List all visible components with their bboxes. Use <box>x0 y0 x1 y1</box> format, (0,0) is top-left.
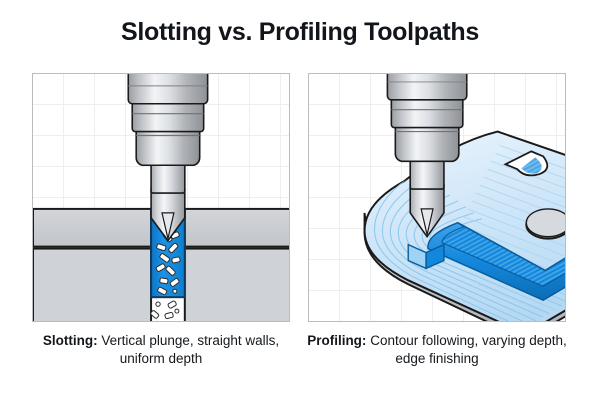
page-title: Slotting vs. Profiling Toolpaths <box>121 18 479 46</box>
panel-profiling <box>308 73 566 322</box>
panel-row <box>0 73 600 323</box>
spindle-holder <box>386 74 468 163</box>
edge-notch <box>503 150 549 177</box>
workpiece-lower-block <box>33 247 289 321</box>
slotting-illustration <box>33 74 289 321</box>
step-cut-detail <box>407 243 445 270</box>
caption-slotting-text: Vertical plunge, straight walls, uniform… <box>97 333 280 366</box>
cutting-tool <box>409 154 445 239</box>
caption-slotting: Slotting: Vertical plunge, straight wall… <box>26 332 296 368</box>
caption-profiling-text: Contour following, varying depth, edge f… <box>366 333 567 366</box>
chips-falling <box>150 300 180 320</box>
caption-profiling: Profiling: Contour following, varying de… <box>302 332 572 368</box>
profiled-rim-wall <box>427 221 565 302</box>
cutting-tool <box>150 158 186 242</box>
caption-slotting-label: Slotting: <box>42 333 98 348</box>
circular-hole <box>525 208 565 240</box>
profiling-illustration <box>309 74 565 321</box>
spindle-holder <box>127 74 209 167</box>
panel-slotting <box>32 73 290 322</box>
caption-profiling-label: Profiling: <box>307 333 367 348</box>
